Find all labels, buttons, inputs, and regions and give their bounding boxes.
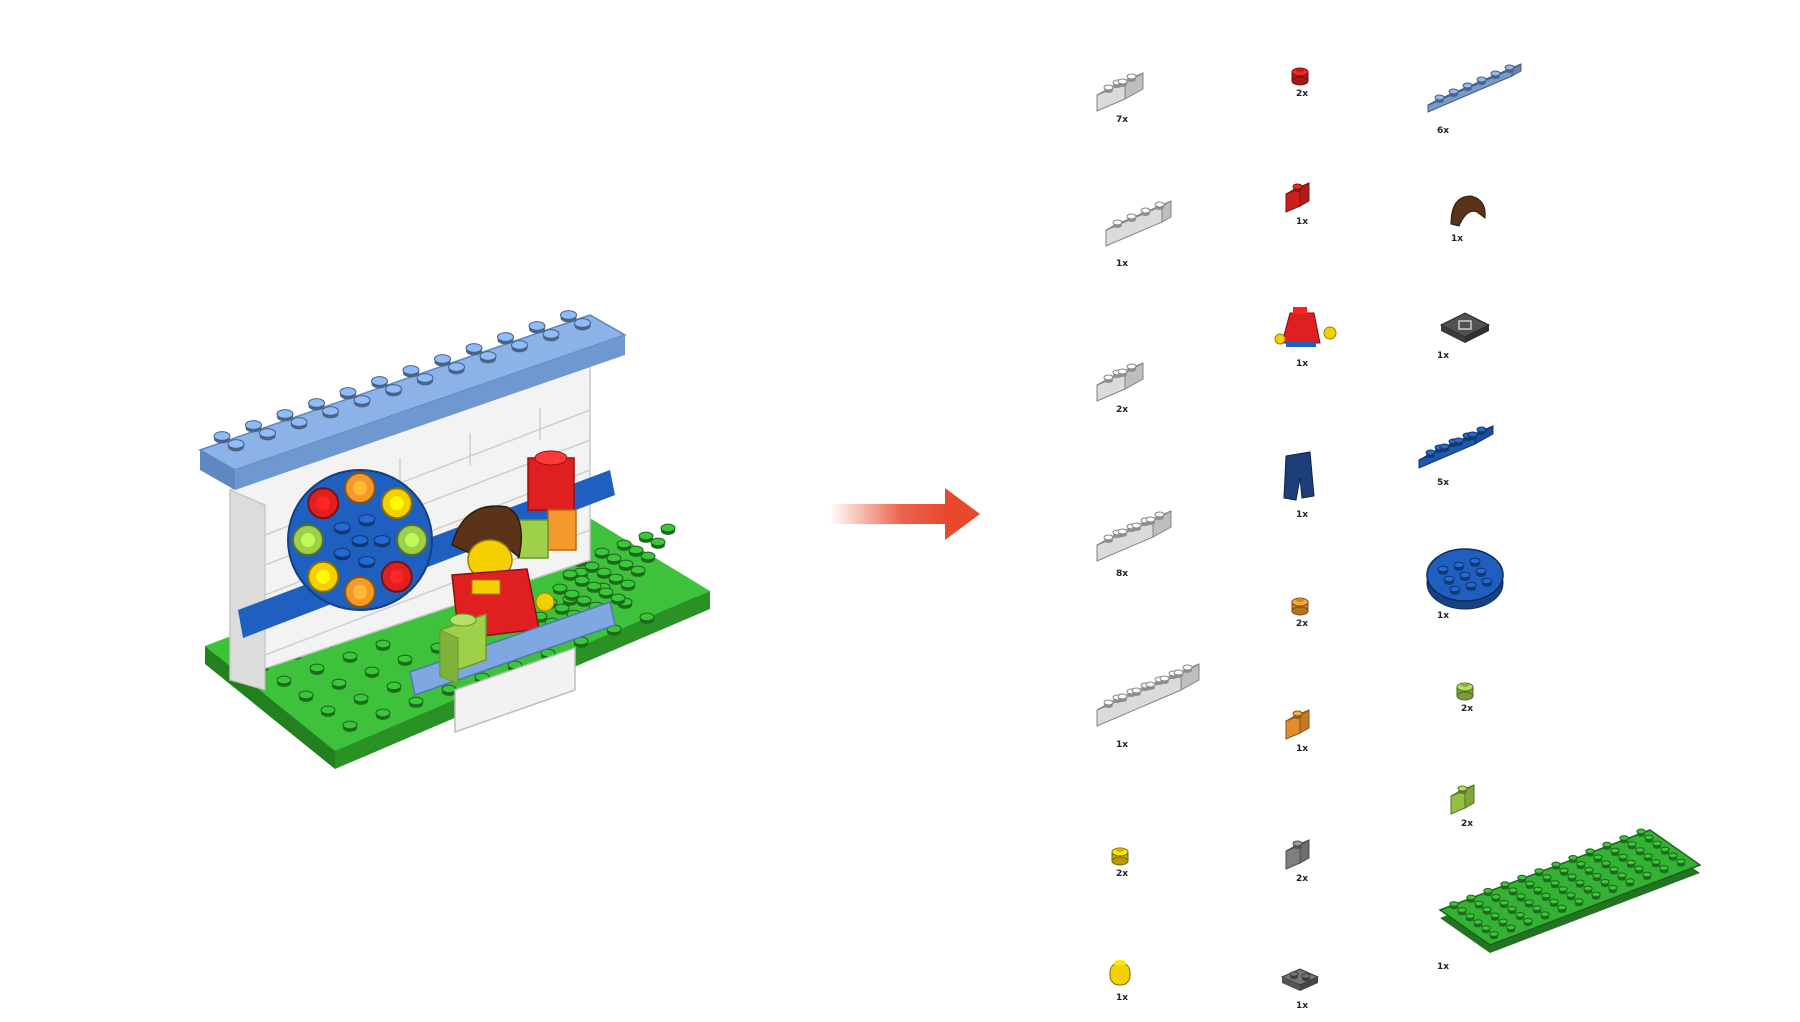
part-quantity: 1x [1116,259,1129,269]
part-quantity: 5x [1437,478,1450,488]
bench [409,601,616,734]
part-quantity: 2x [1461,704,1474,714]
part-quantity: 1x [1116,993,1129,1003]
part-quantity: 2x [1296,89,1309,99]
light-blue-top-plate [198,310,627,490]
part-quantity: 6x [1437,126,1450,136]
part-quantity: 1x [1116,740,1129,750]
part-quantity: 1x [1437,351,1450,361]
round-window [287,469,433,611]
part-quantity: 1x [1296,359,1309,369]
round-stud-lime-icon [1456,682,1474,701]
parts-list [1096,63,1702,991]
round-stud-yellow-icon [1111,847,1129,866]
plate-1x6-light-blue-icon [1427,63,1522,113]
tile-2x2-dark-gray-icon [1439,312,1491,343]
part-quantity: 1x [1451,234,1464,244]
minifig-legs-blue-icon [1283,451,1315,501]
part-quantity: 2x [1116,405,1129,415]
top-plate-studs [213,310,591,452]
brick-1x1-red-icon [1285,182,1310,213]
brick-1x4-white-icon [1105,200,1172,247]
part-quantity: 1x [1296,1001,1309,1011]
part-quantity: 7x [1116,115,1129,125]
brick-2x2-white-icon [1096,72,1144,112]
round-stud-red-icon [1291,67,1309,86]
brick-2x6-white-icon [1096,663,1200,727]
stacked-bricks [517,450,577,559]
minifig-torso-red-icon [1274,307,1337,347]
plate-2x2-dark-gray-icon [1280,968,1320,991]
baseplate-6x12-green-icon [1438,828,1702,953]
brick-2x4-white-icon [1096,510,1172,562]
part-quantity: 1x [1296,217,1309,227]
minifig-hair-brown-icon [1450,195,1486,227]
brick-1x1-orange-icon [1285,709,1310,740]
part-quantity: 1x [1437,962,1450,972]
brick-2x2-white-icon [1096,362,1144,402]
brick-1x1-lime-icon [1450,784,1475,815]
part-quantity: 1x [1296,510,1309,520]
round-plate-4x4-blue-icon [1426,548,1504,610]
part-quantity: 2x [1461,819,1474,829]
minifig-head-yellow-icon [1109,960,1131,986]
part-quantity: 2x [1296,619,1309,629]
plate-2x3-blue-icon [1418,425,1494,469]
right-arrow-icon [830,488,980,540]
lime-brick [439,612,487,685]
assembled-model-icon [198,310,710,769]
brick-1x1-gray-icon [1285,839,1310,870]
part-quantity: 1x [1437,611,1450,621]
part-quantity: 1x [1296,744,1309,754]
round-stud-orange-icon [1291,597,1309,616]
part-quantity: 2x [1116,869,1129,879]
part-quantity: 8x [1116,569,1129,579]
part-quantity: 2x [1296,874,1309,884]
